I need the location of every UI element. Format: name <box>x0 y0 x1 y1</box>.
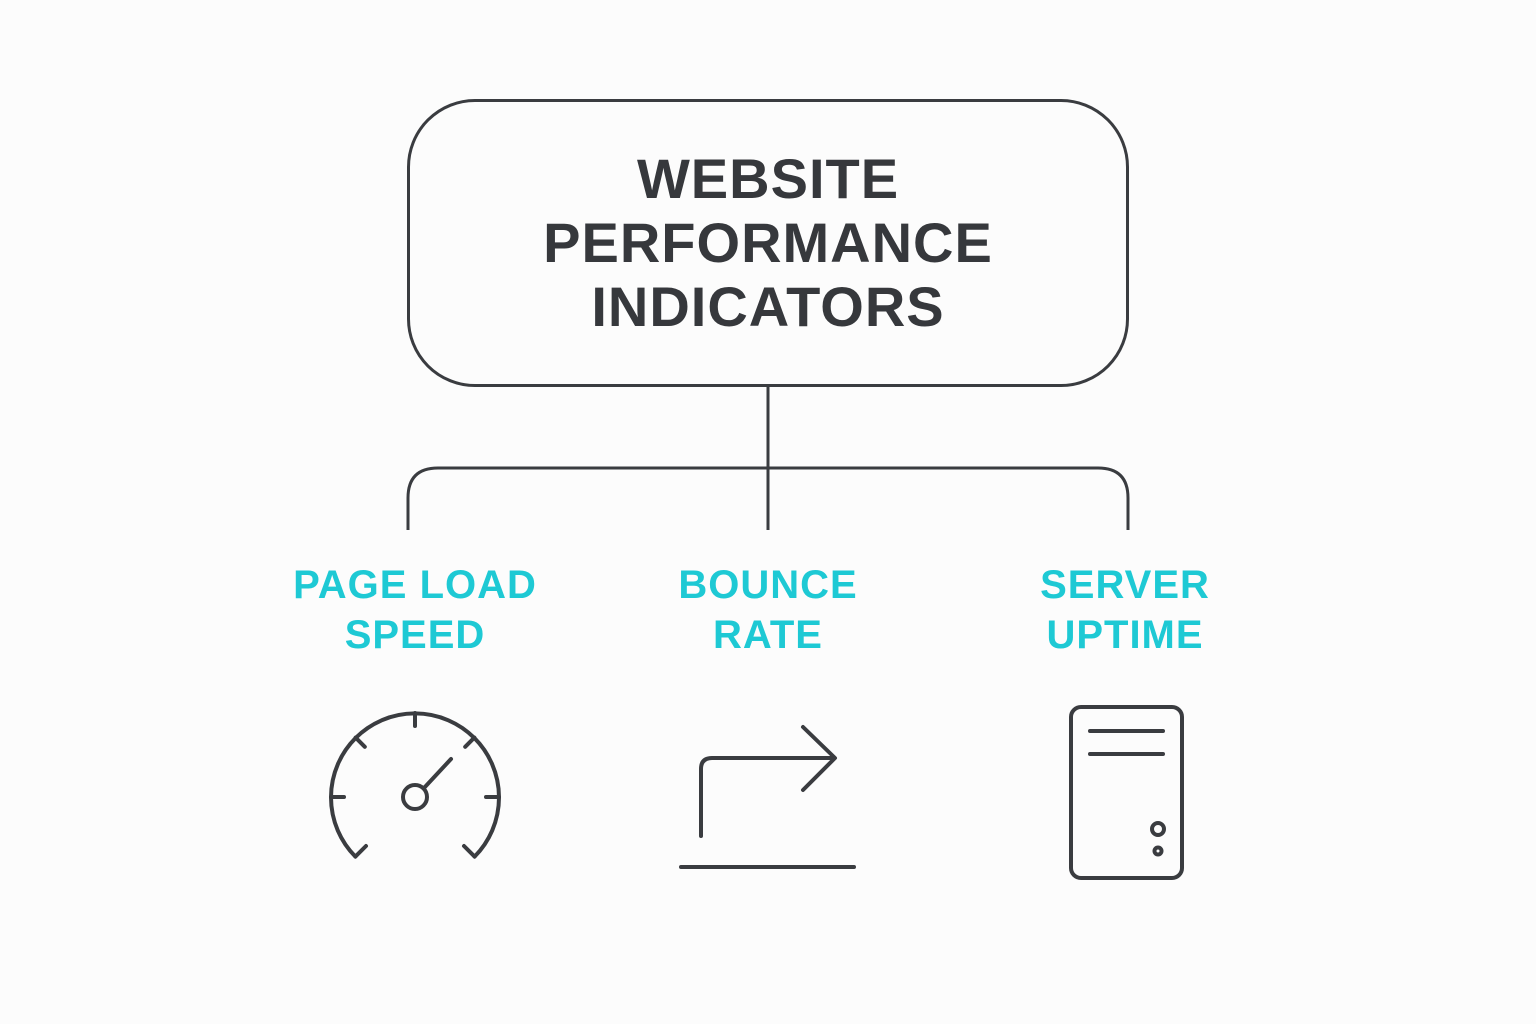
indicator-label-line: SERVER <box>1040 563 1210 607</box>
indicator-label-line: RATE <box>713 613 823 657</box>
server-icon <box>1069 705 1184 880</box>
speedometer-icon <box>329 711 501 859</box>
indicator-label-bounce-rate: BOUNCE RATE <box>608 560 928 660</box>
title-line-3: INDICATORS <box>591 275 945 338</box>
title-line-1: WEBSITE <box>636 147 900 210</box>
indicator-label-line: SPEED <box>344 613 486 657</box>
title-box: WEBSITE PERFORMANCE INDICATORS <box>407 99 1129 387</box>
indicator-label-line: UPTIME <box>1046 613 1204 657</box>
indicator-label-server-uptime: SERVER UPTIME <box>965 560 1285 660</box>
indicator-label-page-load-speed: PAGE LOAD SPEED <box>255 560 575 660</box>
bounce-arrow-icon <box>679 725 856 869</box>
branch-bar <box>406 466 1130 530</box>
indicator-label-line: PAGE LOAD <box>293 563 537 607</box>
title-line-2: PERFORMANCE <box>543 211 993 274</box>
indicator-label-line: BOUNCE <box>678 563 858 607</box>
